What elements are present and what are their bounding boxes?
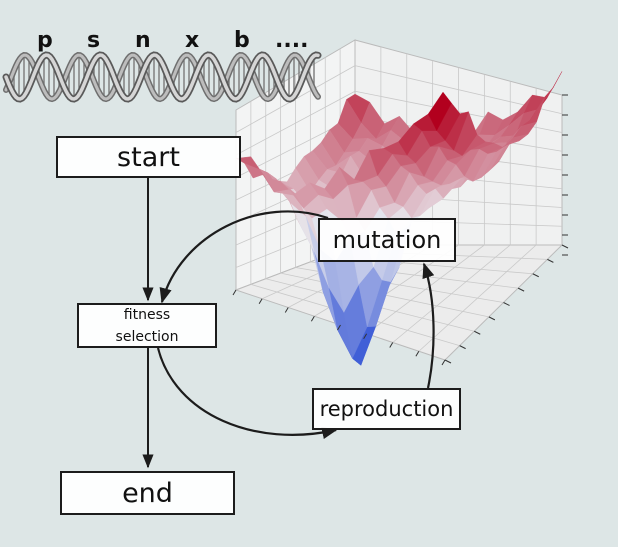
start-label: start [117, 141, 180, 173]
gene-letter: p [37, 28, 53, 53]
mutation-label: mutation [332, 226, 442, 254]
start-box: start [56, 136, 241, 178]
end-box: end [60, 471, 235, 515]
fitness-selection-box: fitness selection [77, 303, 217, 348]
arrow-reproduction-to-mutation [422, 262, 435, 389]
gene-letter: s [87, 28, 101, 53]
mutation-box: mutation [318, 218, 456, 262]
gene-letter: b [234, 28, 250, 53]
selection-label: selection [115, 328, 179, 345]
gene-letter: n [135, 28, 151, 53]
reproduction-label: reproduction [319, 397, 454, 421]
arrow-mutation-to-fitness [159, 210, 329, 304]
dna-helix-icon [2, 51, 322, 103]
end-label: end [122, 477, 173, 509]
reproduction-box: reproduction [312, 388, 461, 430]
gene-letter: .... [275, 28, 309, 53]
plot-axis-ticks [232, 94, 569, 366]
fitness-label: fitness [123, 306, 171, 323]
surface-patch [427, 91, 452, 132]
arrow-fitness-to-reproduction [156, 347, 338, 440]
gene-letter: x [185, 28, 200, 53]
